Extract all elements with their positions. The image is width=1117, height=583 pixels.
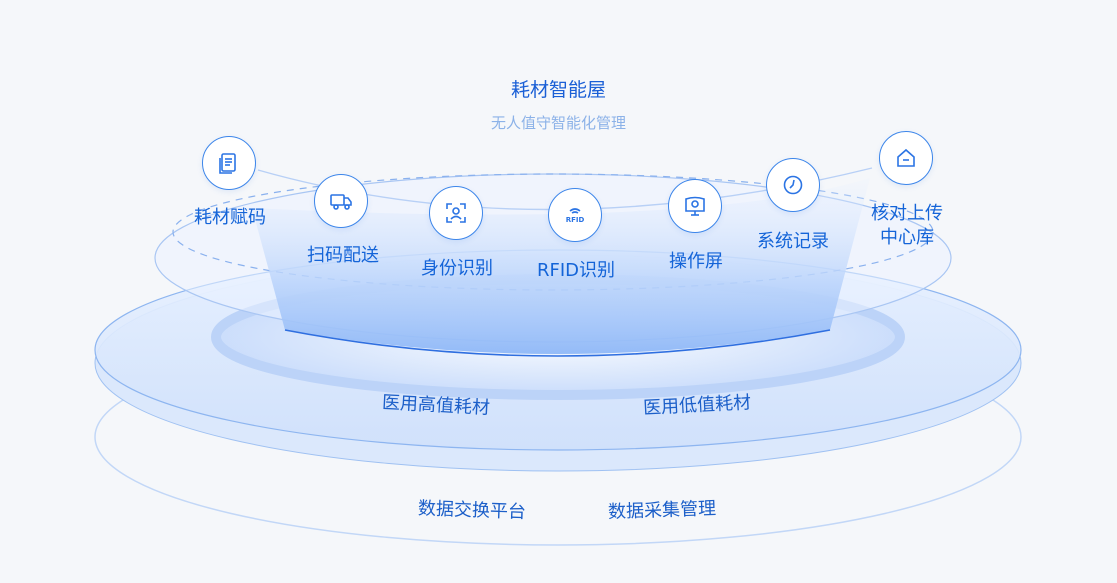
face-id-icon bbox=[429, 186, 483, 240]
page-title: 耗材智能屋 bbox=[510, 79, 606, 101]
middle-ring-left-label: 医用高值耗材 bbox=[381, 392, 491, 419]
clock-icon bbox=[766, 158, 820, 212]
bottom-ring-left-label: 数据交换平台 bbox=[417, 498, 527, 523]
rfid-icon-text: RFID bbox=[566, 216, 585, 224]
home-icon bbox=[879, 131, 933, 185]
feature-label-delivery: 扫码配送 bbox=[307, 245, 379, 266]
feature-label-record: 系统记录 bbox=[757, 231, 829, 252]
feature-label-rfid: RFID识别 bbox=[536, 260, 616, 281]
feature-label-upload-line2: 中心库 bbox=[880, 227, 934, 248]
cone-base-arc bbox=[284, 329, 831, 357]
feature-label-screen: 操作屏 bbox=[669, 251, 723, 272]
feature-label-code: 耗材赋码 bbox=[194, 207, 266, 228]
bottom-ring-right-label: 数据采集管理 bbox=[607, 498, 717, 523]
feature-label-identity: 身份识别 bbox=[421, 258, 493, 279]
page-subtitle: 无人值守智能化管理 bbox=[490, 114, 626, 132]
code-tag-icon bbox=[202, 136, 256, 190]
feature-label-upload-line1: 核对上传 bbox=[871, 203, 943, 224]
rfid-icon: RFID bbox=[548, 188, 602, 242]
delivery-truck-icon bbox=[314, 174, 368, 228]
screen-icon bbox=[668, 179, 722, 233]
